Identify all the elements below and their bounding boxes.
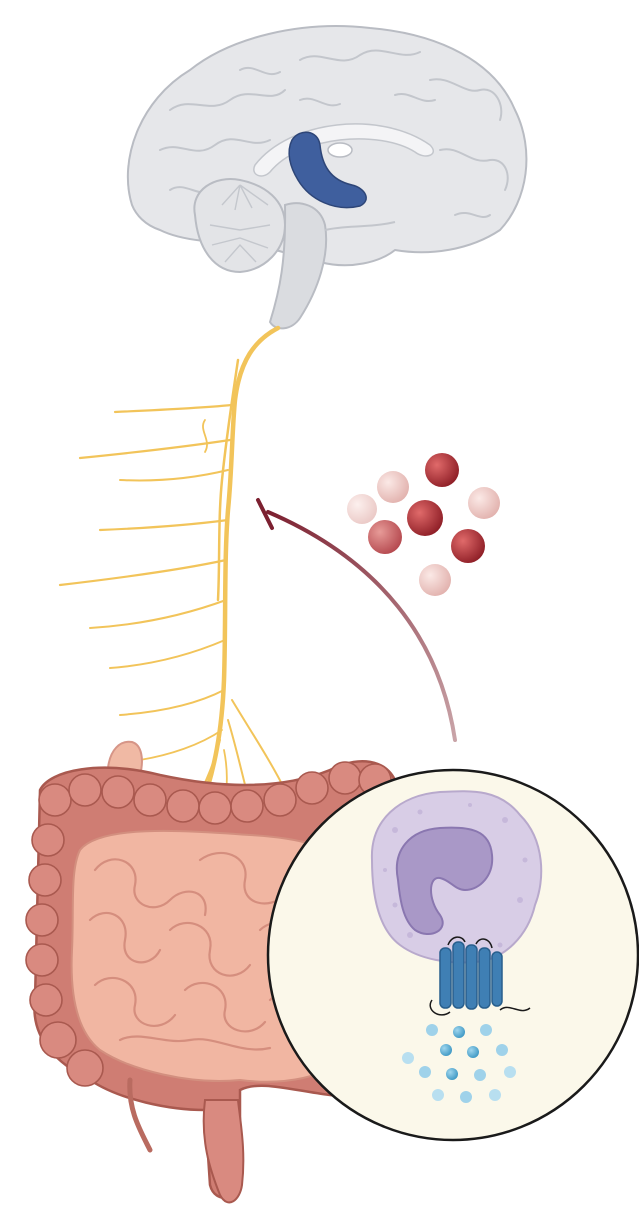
molecule-dark-icon [451, 529, 485, 563]
immune-cell-inset [268, 770, 638, 1140]
molecule-light-icon [468, 487, 500, 519]
molecule-mid-icon [368, 520, 402, 554]
molecule-light-icon [347, 494, 377, 524]
brain-icon [128, 26, 527, 328]
molecule-dark-icon [407, 500, 443, 536]
molecule-dark-icon [425, 453, 459, 487]
molecule-light-icon [419, 564, 451, 596]
molecule-light-icon [377, 471, 409, 503]
inhibition-arrow-icon [258, 500, 455, 740]
